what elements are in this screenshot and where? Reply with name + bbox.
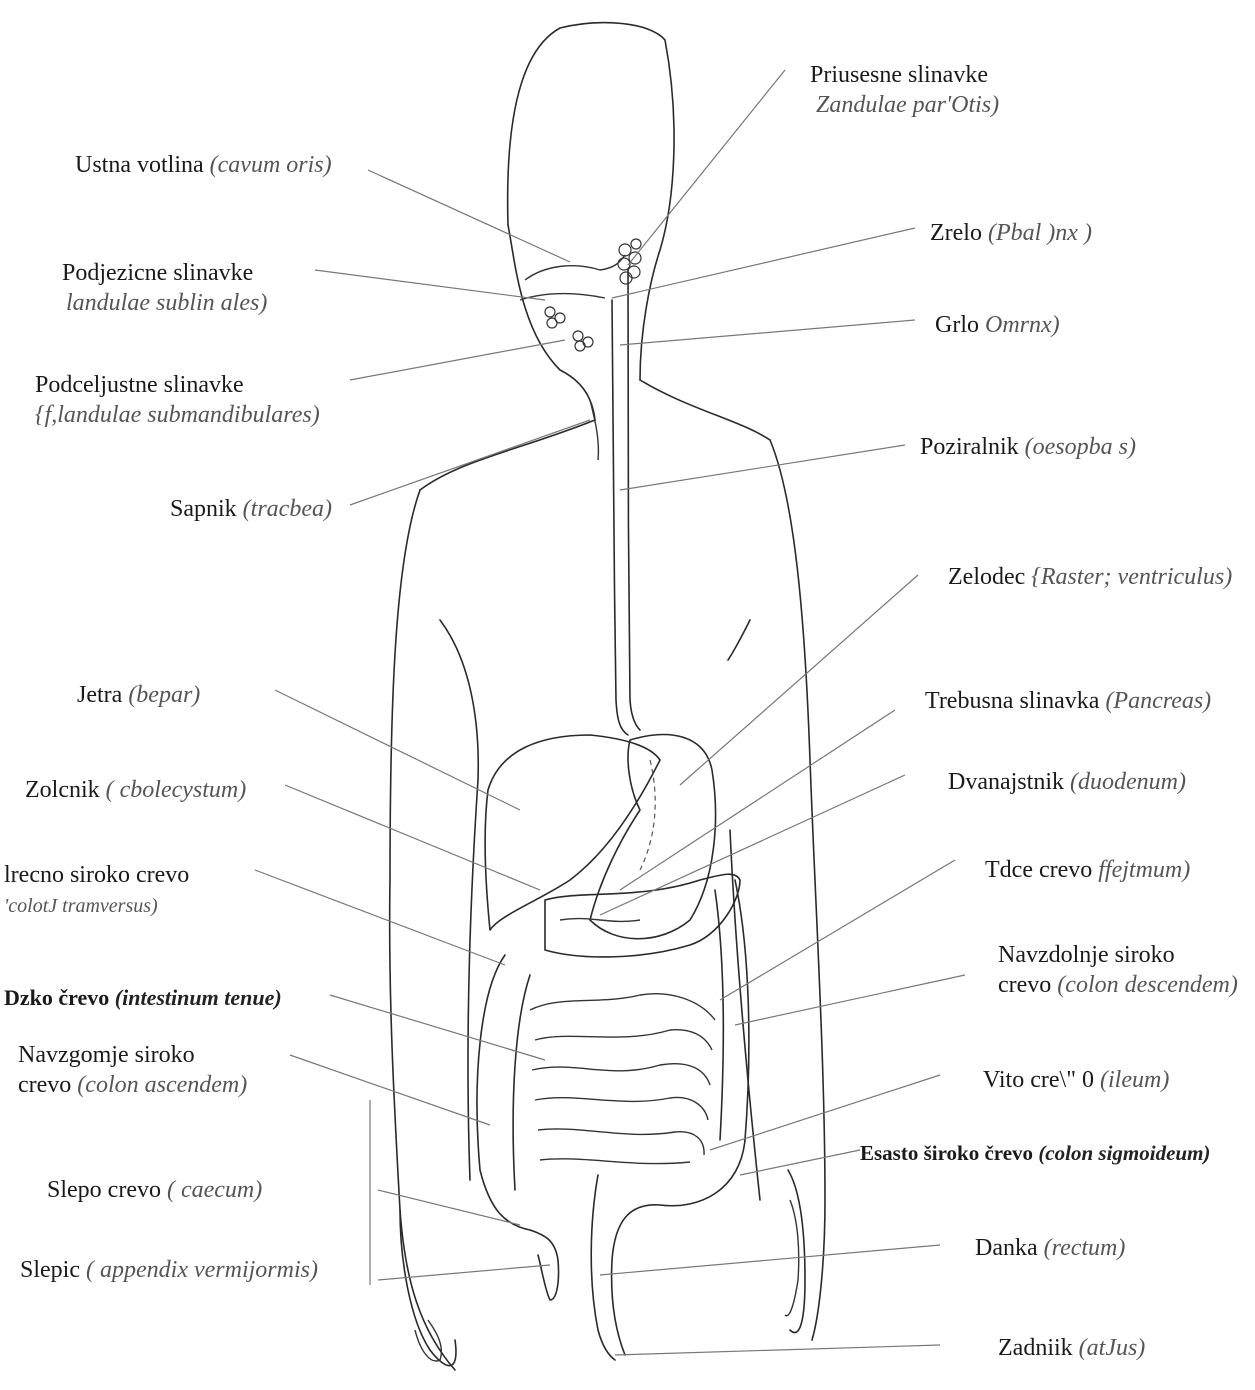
label-tesce: Tdce crevo ffejtmum) (985, 855, 1190, 885)
leader-lines (255, 70, 965, 1355)
label-zelodec: Zelodec {Raster; ventriculus) (948, 562, 1232, 592)
label-tanko: Dzko črevo (intestinum tenue) (4, 983, 282, 1013)
label-zrelo: Zrelo (Pbal )nx ) (930, 218, 1092, 248)
label-grlo: Grlo Omrnx) (935, 310, 1060, 340)
esophagus (612, 270, 640, 735)
label-zolcnik: Zolcnik ( cbolecystum) (25, 775, 246, 805)
label-esasto: Esasto široko črevo (colon sigmoideum) (860, 1138, 1210, 1168)
abdominal-organs (477, 735, 749, 1360)
label-slepic: Slepic ( appendix vermijormis) (20, 1255, 318, 1285)
label-navzdolnje: Navzdolnje siroko crevo (colon descendem… (998, 940, 1238, 1000)
label-trebusna: Trebusna slinavka (Pancreas) (925, 686, 1211, 716)
label-danka: Danka (rectum) (975, 1233, 1125, 1263)
label-ustna-votlina: Ustna votlina (cavum oris) (75, 150, 332, 180)
label-zadnjik: Zadniik (atJus) (998, 1333, 1145, 1363)
mouth-region (520, 239, 641, 460)
label-priusesne: Priusesne slinavke Zandulae par'Otis) (810, 60, 999, 120)
label-podceljustne: Podceljustne slinavke {f,landulae subman… (35, 370, 320, 430)
label-podjezicne: Podjezicne slinavke landulae sublin ales… (62, 258, 267, 318)
label-sapnik: Sapnik (tracbea) (170, 494, 332, 524)
label-dvanajstnik: Dvanajstnik (duodenum) (948, 767, 1186, 797)
label-jetra: Jetra (bepar) (77, 680, 200, 710)
label-poziralnik: Poziralnik (oesopba s) (920, 432, 1136, 462)
body-outline (390, 23, 825, 1370)
label-precno: lrecno siroko crevo 'colotJ tramversus) (4, 860, 189, 921)
label-vito: Vito cre\" 0 (ileum) (983, 1065, 1169, 1095)
label-slepo: Slepo crevo ( caecum) (47, 1175, 262, 1205)
label-navzgornje: Navzgomje siroko crevo (colon ascendem) (18, 1040, 247, 1100)
